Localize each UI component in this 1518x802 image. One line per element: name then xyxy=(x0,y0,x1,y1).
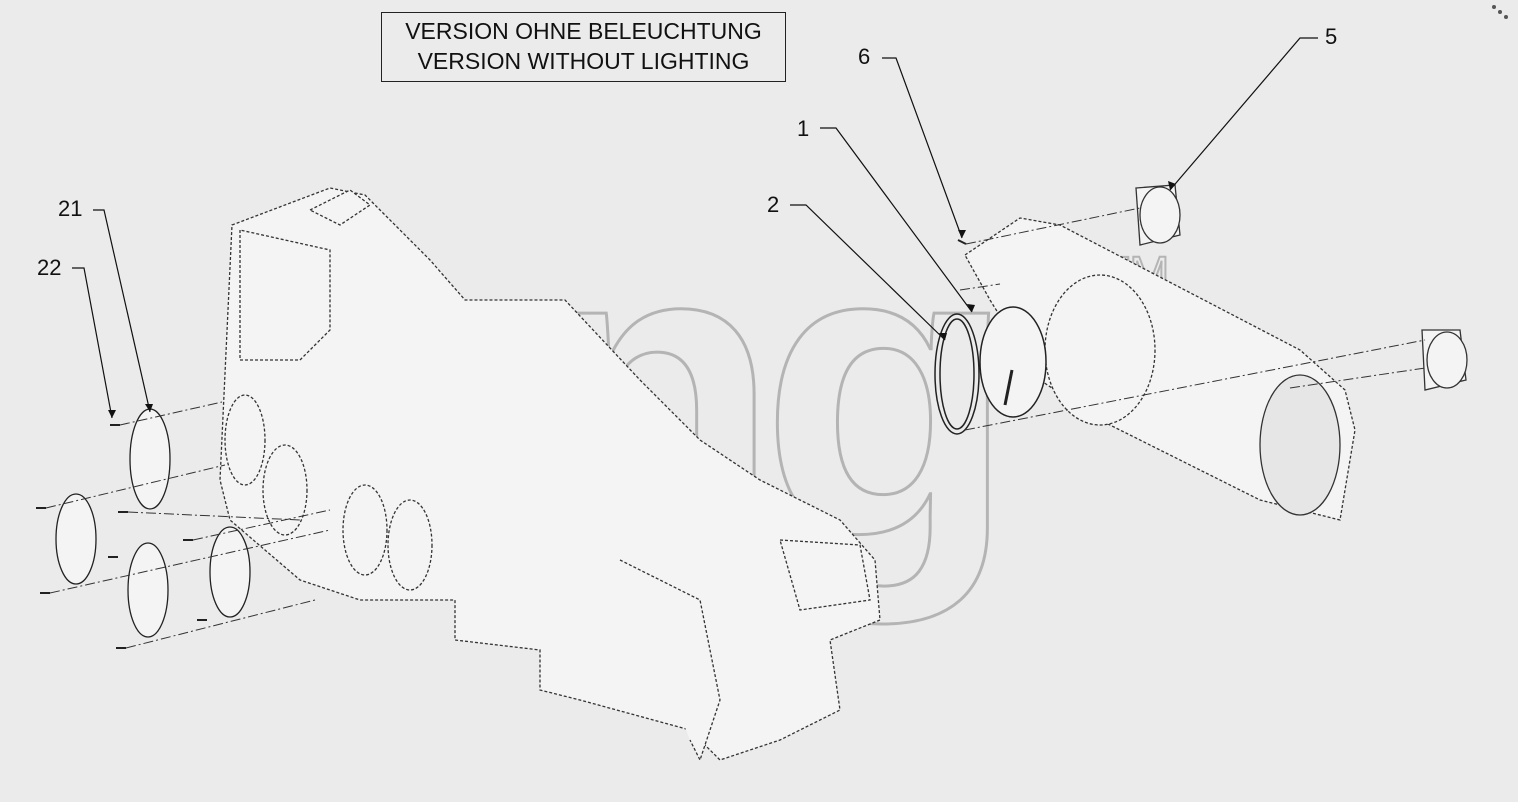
callout-6: 6 xyxy=(858,44,871,69)
title-line-en: VERSION WITHOUT LIGHTING xyxy=(417,48,750,74)
corner-marks xyxy=(1492,5,1508,19)
lens-and-ring xyxy=(934,306,1047,435)
cover-left-3 xyxy=(209,526,251,618)
cover-left-1 xyxy=(55,493,97,585)
axis-lines xyxy=(45,207,1426,649)
leader-arrows xyxy=(108,181,1176,418)
cover-21 xyxy=(129,408,171,510)
callout-2: 2 xyxy=(767,192,780,217)
title-line-de: VERSION OHNE BELEUCHTUNG xyxy=(405,18,762,44)
main-housing xyxy=(219,187,881,762)
callout-21: 21 xyxy=(58,196,83,221)
callout-22: 22 xyxy=(37,255,62,280)
leader-lines xyxy=(72,37,1318,419)
gasket-ring-2-inner xyxy=(939,318,975,430)
lens-1 xyxy=(979,306,1047,418)
cover-left-2 xyxy=(127,542,169,638)
left-covers xyxy=(55,408,251,638)
callout-1: 1 xyxy=(797,116,810,141)
lamp-assembly xyxy=(964,184,1468,521)
gasket-ring-2 xyxy=(934,313,980,435)
screws xyxy=(36,239,967,649)
callout-5: 5 xyxy=(1325,24,1338,49)
diagram-title-box: VERSION OHNE BELEUCHTUNG VERSION WITHOUT… xyxy=(381,12,786,82)
